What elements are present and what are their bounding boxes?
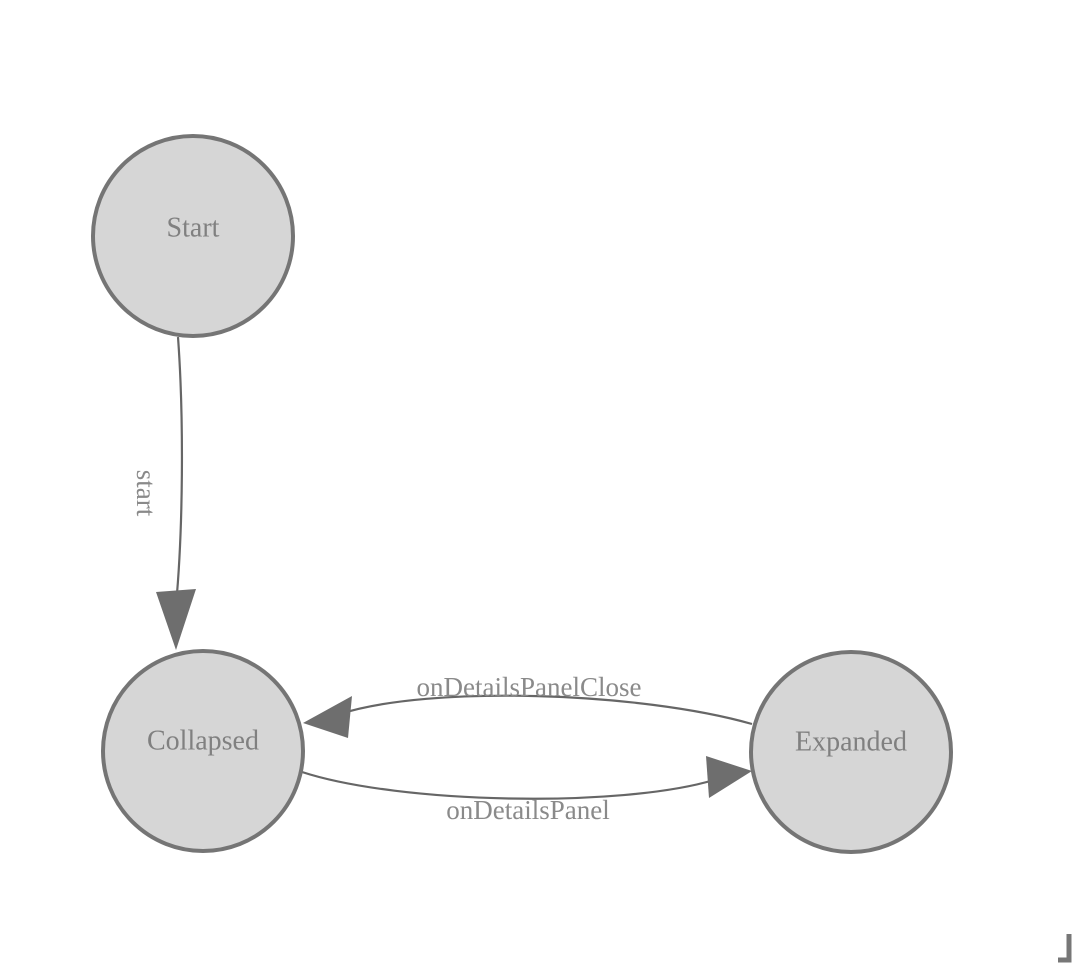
edge-start-arrowhead [156, 589, 196, 650]
edge-expanded-to-collapsed[interactable] [303, 694, 753, 738]
node-collapsed[interactable]: Collapsed [101, 649, 305, 853]
edge-open-arrowhead [706, 756, 752, 798]
edge-label-start: start [131, 470, 161, 517]
edge-label-on-details-panel-close: onDetailsPanelClose [417, 672, 642, 702]
edge-collapsed-to-expanded[interactable] [301, 756, 752, 800]
edge-start-path [174, 336, 184, 606]
edge-start-to-collapsed[interactable] [156, 336, 196, 650]
node-expanded[interactable]: Expanded [749, 650, 953, 854]
node-start-label: Start [167, 212, 220, 243]
node-expanded-label: Expanded [795, 726, 907, 757]
node-expanded-circle [749, 650, 953, 854]
edge-close-arrowhead [303, 696, 352, 738]
node-start-circle [91, 134, 295, 338]
node-start[interactable]: Start [91, 134, 295, 338]
edge-open-path [301, 770, 715, 800]
corner-frame-mark [1058, 934, 1072, 963]
node-collapsed-circle [101, 649, 305, 853]
edge-label-on-details-panel: onDetailsPanel [446, 795, 609, 825]
edge-close-path [339, 694, 753, 726]
node-collapsed-label: Collapsed [147, 725, 259, 756]
